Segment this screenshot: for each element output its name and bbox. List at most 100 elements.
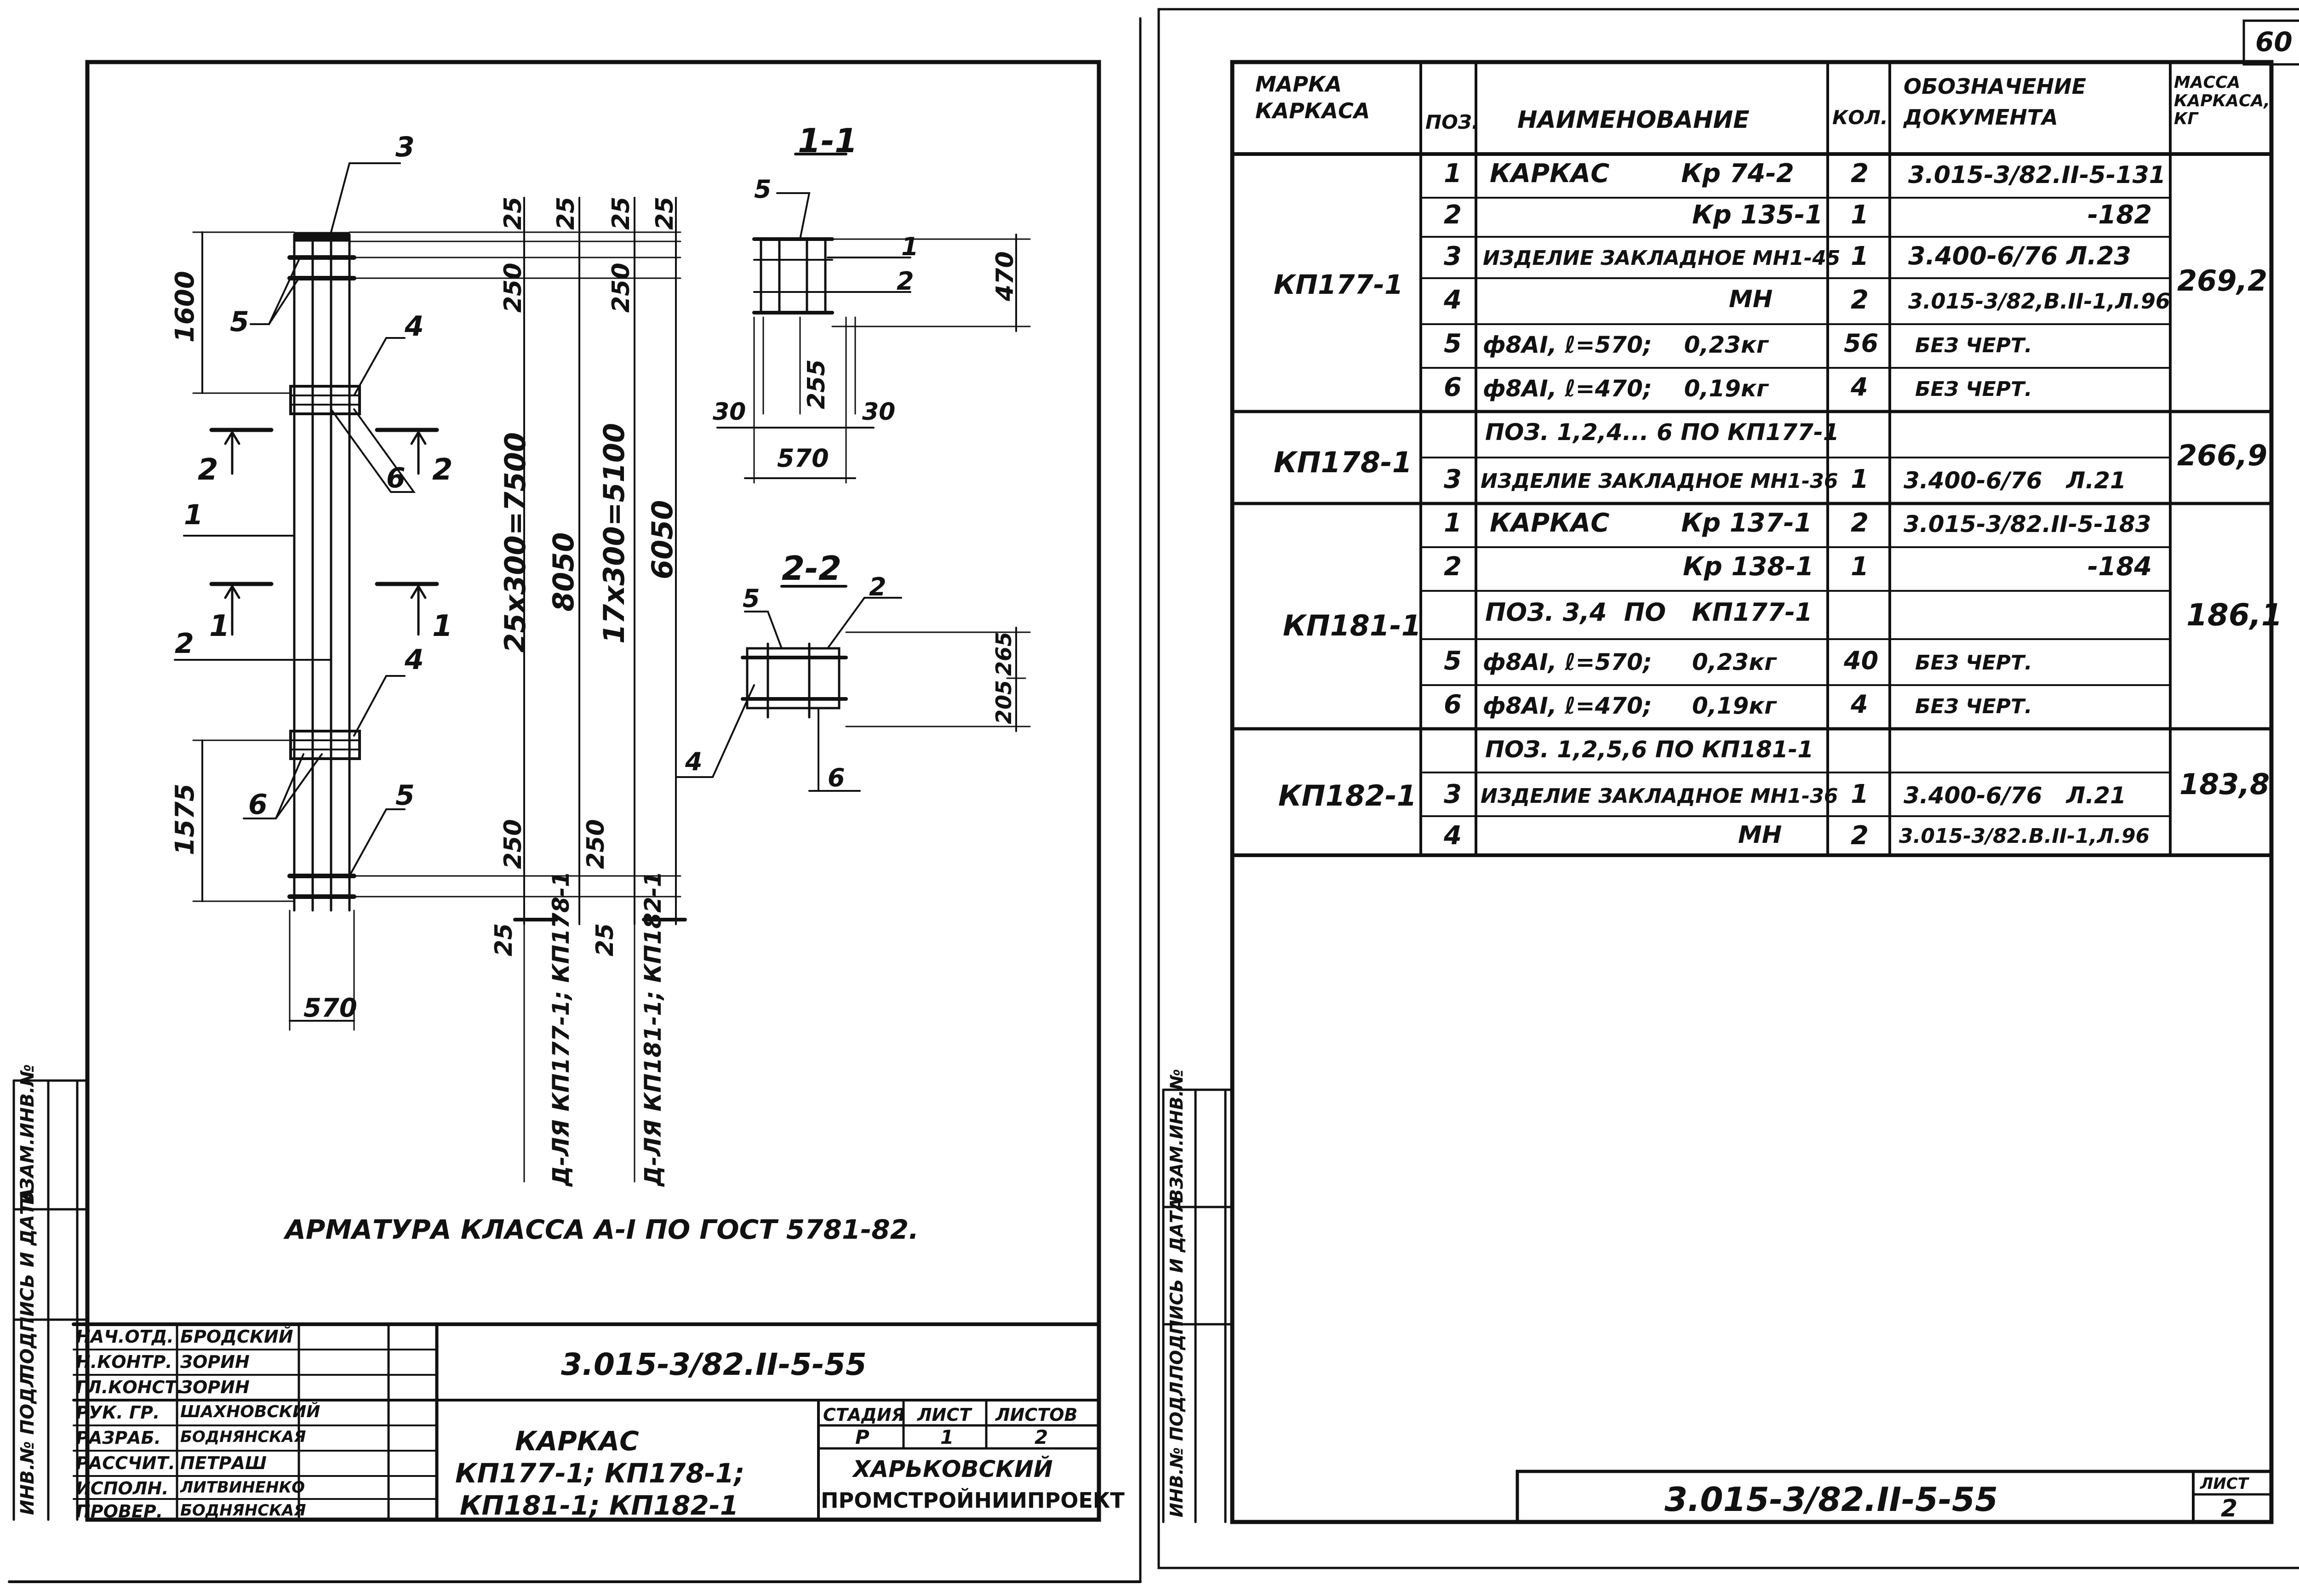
table-row-qty: 56	[1844, 329, 1879, 358]
role-6: ИСПОЛН.	[76, 1478, 169, 1499]
name-5: ПЕТРАШ	[180, 1453, 267, 1473]
name-3: ШАХНОВСКИЙ	[180, 1402, 320, 1421]
dim-250-a: 250	[499, 263, 527, 313]
sec11-dim-470: 470	[991, 251, 1019, 301]
table-row-doc: 3.015-3/82.II-5-131	[1908, 161, 2166, 189]
table-row-pos: 1	[1444, 159, 1462, 189]
table-row-pos: 3	[1444, 464, 1462, 494]
dim-250-c: 250	[499, 819, 527, 869]
name-2: ЗОРИН	[180, 1377, 250, 1397]
dim-25-c: 25	[607, 196, 635, 230]
table-row-name: ПОЗ. 1,2,5,6 ПО КП181-1	[1485, 736, 1814, 763]
table-row-doc: 3.400-6/76 Л.23	[1908, 241, 2131, 270]
table-row-name: КАРКАС Кр 137-1	[1490, 508, 1812, 538]
right-sheet-value: 2	[2221, 1495, 2238, 1522]
table-row-pos: 2	[1444, 200, 1462, 230]
sec22-label-5: 5	[743, 584, 760, 613]
sec11-label-2: 2	[897, 267, 914, 296]
section-arrow-1-left: 1	[209, 609, 230, 643]
header-doc: ОБОЗНАЧЕНИЕ ДОКУМЕНТА	[1904, 74, 2087, 130]
stamp-podpis-left: ПОДПИСЬ И ДАТА	[17, 1188, 38, 1379]
org-line-2: ПРОМСТРОЙНИИПРОЕКТ	[821, 1488, 1125, 1513]
table-row-doc: БЕЗ ЧЕРТ.	[1915, 334, 2032, 357]
role-7: ПРОВЕР.	[76, 1501, 163, 1522]
section-arrow-1-right: 1	[432, 609, 453, 643]
stamp-inv-podl-right: ИНВ.№ ПОДЛ.	[1167, 1375, 1187, 1517]
pos-label-5-bottom: 5	[395, 779, 415, 812]
table-row-name: МН	[1738, 821, 1782, 849]
sec22-label-2: 2	[869, 572, 886, 601]
sec22-label-4: 4	[685, 747, 703, 776]
table-row-name: ф8АI, ℓ=470; 0,19кг	[1483, 692, 1777, 719]
table-row-name: МН	[1729, 286, 1773, 313]
sec11-dim-570: 570	[777, 444, 829, 473]
name-4: БОДНЯНСКАЯ	[180, 1428, 306, 1446]
table-row-doc: БЕЗ ЧЕРТ.	[1915, 651, 2032, 675]
role-4: РАЗРАБ.	[76, 1428, 161, 1448]
header-mark: МАРКА КАРКАСА	[1255, 72, 1370, 123]
dim-25-a: 25	[499, 196, 527, 230]
page-number: 60	[2255, 26, 2293, 57]
table-row-name: КАРКАС Кр 74-2	[1490, 159, 1794, 189]
sec11-label-1: 1	[901, 232, 919, 261]
dim-250-d: 250	[582, 819, 610, 869]
table-row-name: ПОЗ. 1,2,4... 6 ПО КП177-1	[1485, 419, 1839, 446]
stamp-inv-podl-left: ИНВ.№ ПОДЛ.	[17, 1365, 38, 1515]
sec22-label-6: 6	[828, 763, 845, 792]
table-row-pos: 4	[1444, 285, 1462, 315]
mark-kp178-1: КП178-1	[1274, 446, 1412, 479]
pos-label-6-top: 6	[386, 462, 406, 494]
org-line-1: ХАРЬКОВСКИЙ	[853, 1456, 1053, 1482]
section-arrow-2-right: 2	[432, 453, 453, 487]
table-row-qty: 1	[1851, 241, 1869, 271]
dim-6050: 6050	[646, 500, 679, 579]
name-7: БОДНЯНСКАЯ	[180, 1501, 306, 1520]
sec11-label-5: 5	[754, 175, 772, 204]
pos-label-5-top: 5	[230, 306, 249, 338]
table-row-doc: БЕЗ ЧЕРТ.	[1915, 378, 2032, 401]
stage-header: СТАДИЯ	[823, 1405, 905, 1425]
stamp-vzam-left: ВЗАМ.ИНВ.№	[17, 1064, 38, 1205]
mass-kp178-1: 266,9	[2177, 439, 2268, 472]
right-doc-code: 3.015-3/82.II-5-55	[1664, 1480, 1998, 1519]
table-row-pos: 3	[1444, 241, 1462, 271]
role-2: ГЛ.КОНСТ.	[76, 1377, 183, 1397]
dim-1575: 1575	[170, 784, 200, 855]
name-1: ЗОРИН	[180, 1352, 250, 1372]
dim-8050: 8050	[547, 532, 580, 612]
table-row-name: ф8АI, ℓ=570; 0,23кг	[1483, 649, 1777, 675]
right-sheet-header: ЛИСТ	[2200, 1475, 2248, 1493]
table-row-name: Кр 138-1	[1683, 552, 1814, 582]
title-line-3: КП181-1; КП182-1	[460, 1490, 739, 1521]
table-row-qty: 2	[1851, 508, 1869, 538]
table-row-qty: 40	[1844, 646, 1879, 675]
sec22-dim-265: 265	[991, 631, 1016, 676]
pos-label-1: 1	[184, 499, 203, 531]
role-1: Н.КОНТР.	[76, 1352, 172, 1372]
note-kp177-178: Д-ЛЯ КП177-1; КП178-1	[548, 871, 574, 1186]
title-line-1: КАРКАС	[515, 1425, 639, 1457]
table-row-qty: 1	[1851, 779, 1869, 809]
table-row-doc: -184	[2087, 552, 2152, 582]
sheet-header: ЛИСТ	[917, 1405, 972, 1425]
dim-570: 570	[303, 993, 357, 1023]
table-row-name: ИЗДЕЛИЕ ЗАКЛАДНОЕ МН1-45	[1483, 246, 1841, 270]
mark-kp182-1: КП182-1	[1278, 779, 1417, 812]
table-row-qty: 4	[1851, 372, 1868, 401]
pos-label-2: 2	[175, 628, 194, 660]
role-3: РУК. ГР.	[76, 1402, 160, 1423]
sheets-value: 2	[1035, 1426, 1048, 1448]
header-name: НАИМЕНОВАНИЕ	[1517, 106, 1750, 134]
role-0: НАЧ.ОТД.	[76, 1327, 174, 1347]
mass-kp182-1: 183,8	[2179, 767, 2270, 801]
table-row-doc: БЕЗ ЧЕРТ.	[1915, 695, 2032, 718]
table-row-qty: 1	[1851, 464, 1869, 494]
section-1-1-title: 1-1	[798, 121, 858, 160]
stamp-podpis-right: ПОДПИСЬ И ДАТА	[1167, 1197, 1187, 1379]
header-qty: КОЛ.	[1832, 106, 1888, 129]
sec11-dim-255: 255	[803, 359, 830, 409]
pos-label-4-bottom: 4	[405, 644, 424, 676]
dim-25x300: 25x300=7500	[498, 432, 532, 653]
name-6: ЛИТВИНЕНКО	[180, 1478, 305, 1497]
